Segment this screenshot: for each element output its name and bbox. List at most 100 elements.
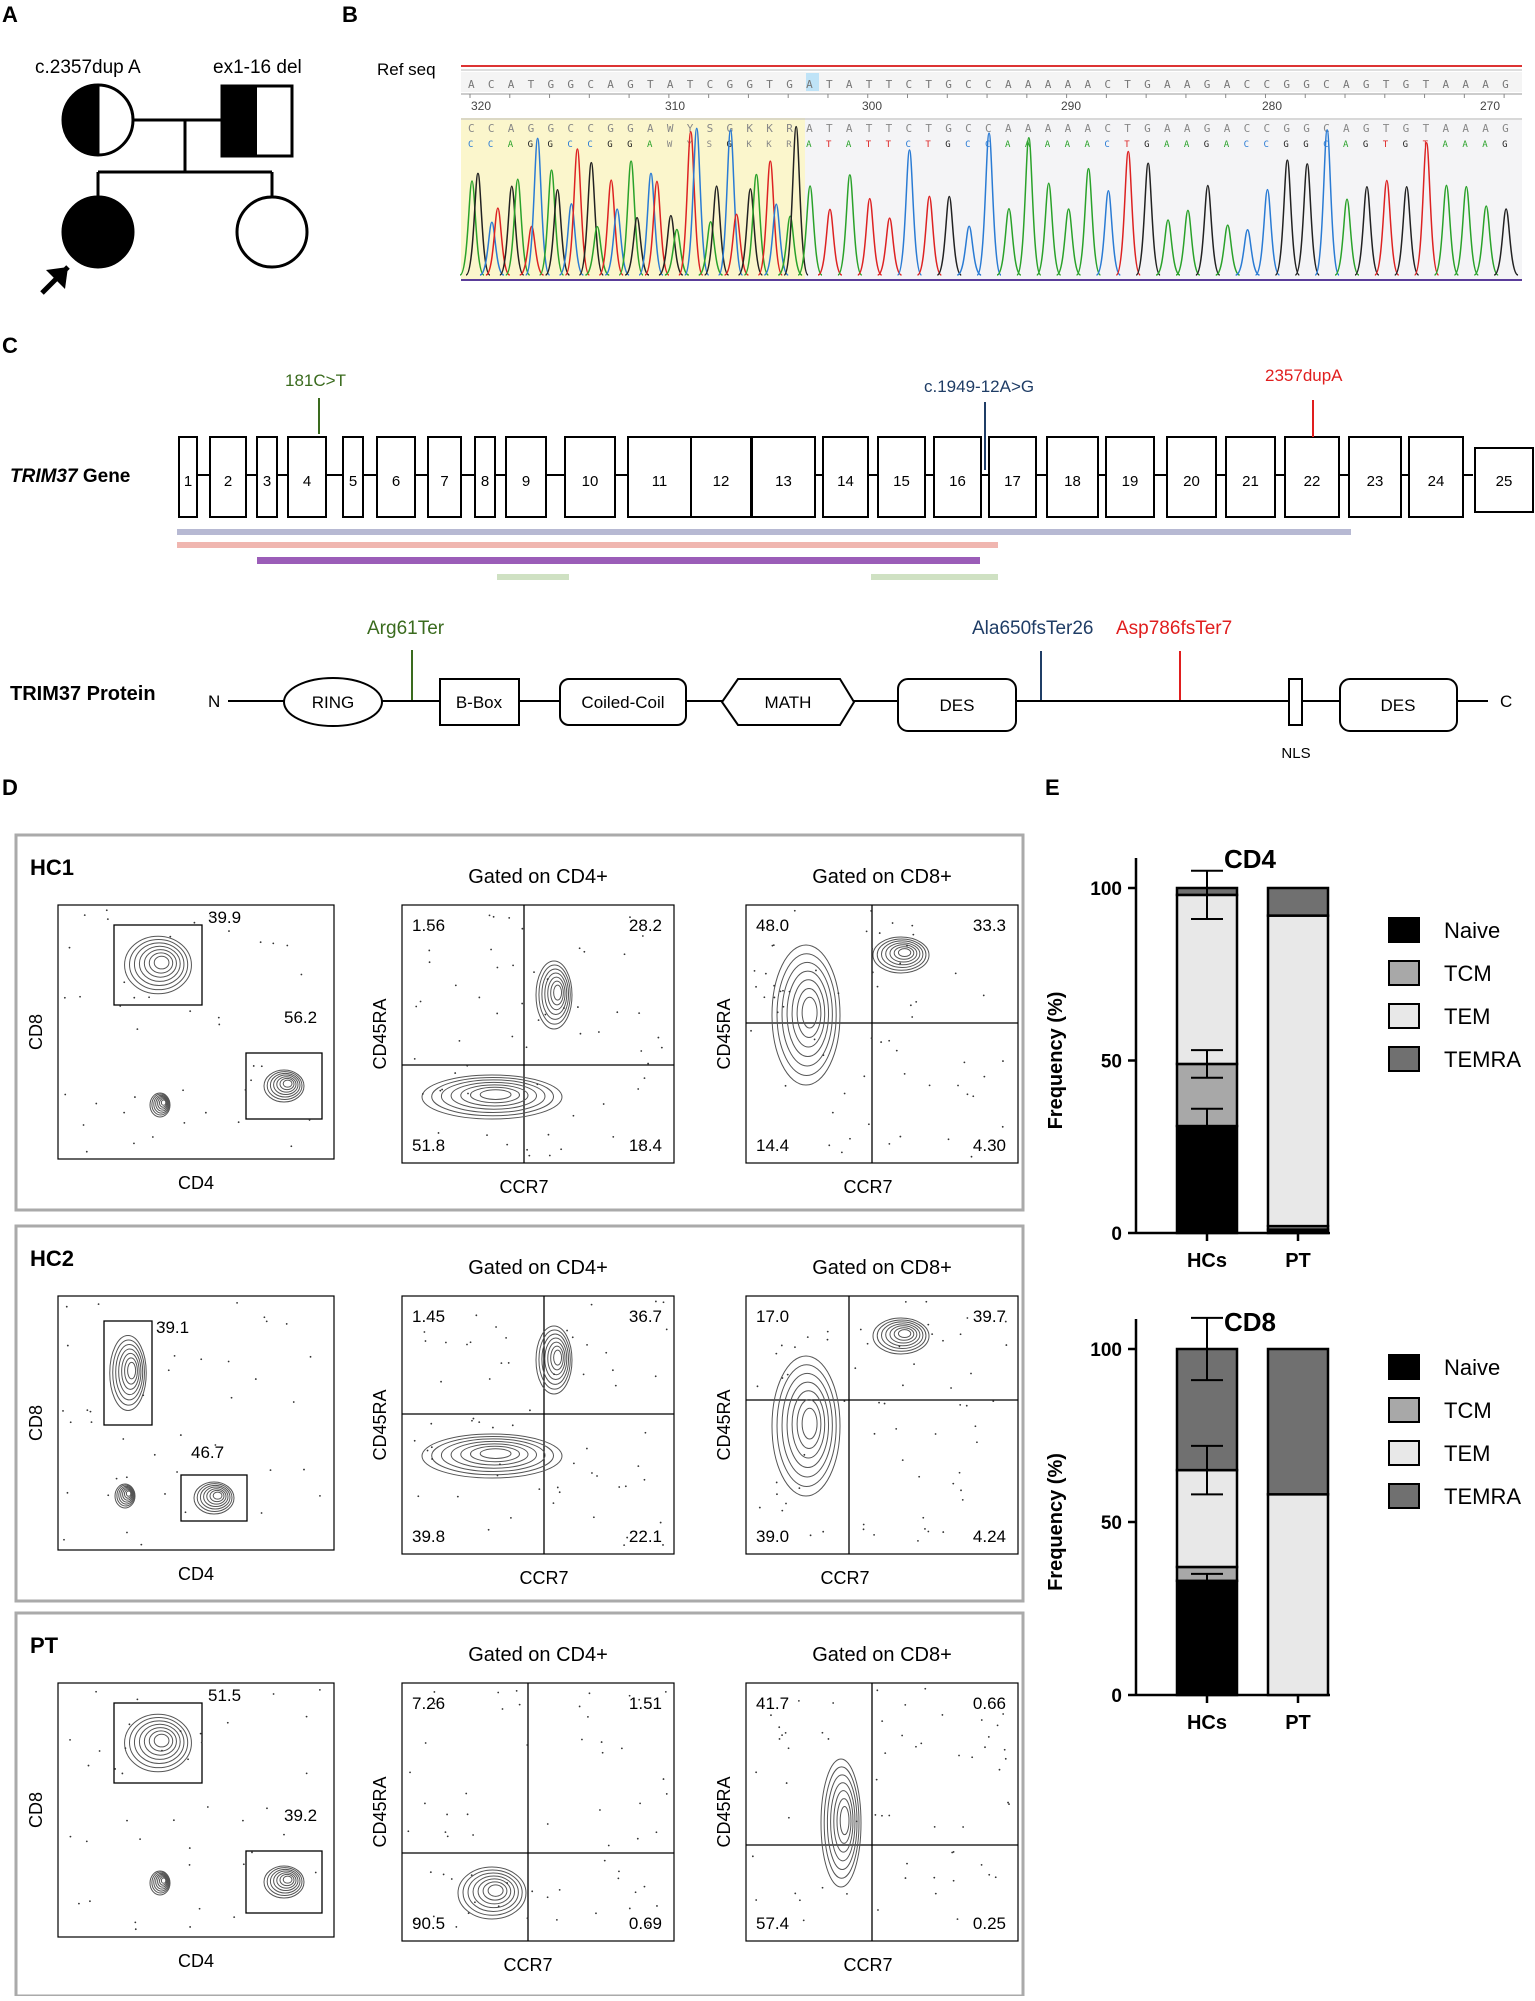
event-dot (161, 1749, 163, 1752)
event-dot (142, 1394, 145, 1397)
contour-line (276, 1872, 297, 1889)
event-dot (538, 1488, 541, 1491)
contour-line (470, 1445, 520, 1463)
event-dot (750, 1029, 752, 1032)
contour-line (880, 940, 924, 969)
event-dot (505, 1336, 507, 1339)
event-dot (947, 1138, 950, 1141)
event-dot (254, 1378, 257, 1380)
event-dot (623, 1544, 626, 1547)
event-dot (528, 1154, 531, 1157)
contour-line (801, 996, 818, 1029)
gate-title-cd8: Gated on CD8+ (812, 866, 952, 888)
read-base: A (1005, 122, 1012, 135)
event-dot (756, 1385, 759, 1388)
read-base: A (1442, 122, 1449, 135)
event-dot (105, 909, 108, 912)
read-base: G (528, 122, 535, 135)
event-dot (780, 1344, 783, 1347)
ref-base: C (985, 78, 992, 91)
read-base: K (766, 122, 773, 135)
x-tick-label: HCs (1187, 1250, 1227, 1272)
event-dot (314, 1871, 317, 1874)
event-dot (638, 1698, 641, 1701)
called-base: A (1442, 140, 1448, 150)
event-dot (794, 1892, 797, 1895)
event-dot (873, 1533, 875, 1536)
event-dot (82, 1124, 85, 1126)
quadrant-value-ll: 90.5 (412, 1914, 445, 1933)
contour-line (138, 1723, 181, 1760)
event-dot (179, 1730, 182, 1733)
event-dot (862, 1528, 865, 1531)
event-dot (119, 1005, 122, 1007)
exon-number: 10 (582, 473, 599, 490)
event-dot (115, 1477, 118, 1480)
event-dot (595, 1912, 597, 1915)
event-dot (751, 1855, 754, 1858)
event-dot (69, 1738, 71, 1741)
event-dot (915, 1745, 917, 1748)
event-dot (122, 1438, 125, 1440)
event-dot (876, 1689, 879, 1692)
event-dot (500, 1362, 503, 1365)
event-dot (904, 1704, 907, 1706)
event-dot (107, 1494, 110, 1497)
bar-segment-temra (1266, 886, 1330, 917)
read-base: T (1383, 122, 1390, 135)
bar-segment-naive (1175, 1579, 1239, 1697)
event-dot (958, 1471, 961, 1474)
event-dot (588, 1692, 591, 1695)
contour-line (124, 1489, 132, 1499)
event-dot (206, 1806, 209, 1808)
event-dot (495, 1326, 497, 1328)
event-dot (124, 1747, 127, 1750)
event-dot (596, 1475, 598, 1477)
contour-line (269, 1072, 301, 1098)
called-base: G (1363, 140, 1368, 150)
exon-box (822, 436, 869, 518)
contour-line (479, 1089, 512, 1100)
contour-line (282, 1079, 293, 1088)
bar-segment-tem (1266, 914, 1330, 1228)
event-dot (942, 1531, 945, 1533)
contour-line (273, 1870, 299, 1892)
event-dot (920, 1742, 923, 1745)
contour-line (116, 1484, 135, 1507)
event-dot (413, 1439, 416, 1442)
y-tick-label: 50 (1101, 1052, 1122, 1073)
exon-box (376, 436, 416, 518)
event-dot (173, 1354, 176, 1357)
event-dot (918, 1475, 921, 1478)
ref-base: T (528, 78, 535, 91)
event-dot (475, 1314, 478, 1317)
event-dot (515, 1689, 518, 1692)
event-dot (917, 1540, 919, 1542)
event-dot (442, 1873, 445, 1876)
gate-value-cd8: 39.9 (208, 908, 241, 927)
exon-number: 12 (713, 473, 730, 490)
called-base: A (647, 140, 653, 150)
quadrant-value-ul: 41.7 (756, 1694, 789, 1713)
contour-line (820, 1758, 862, 1888)
ref-base: T (687, 78, 694, 91)
event-dot (428, 949, 431, 952)
read-base: C (1263, 122, 1270, 135)
exon-box (1348, 436, 1402, 518)
event-dot (984, 1746, 986, 1749)
trace-peak (465, 172, 491, 276)
event-dot (533, 971, 535, 974)
event-dot (547, 1133, 550, 1136)
trace-peak (544, 189, 571, 276)
event-dot (904, 1877, 907, 1879)
event-dot (134, 1921, 137, 1924)
exon-box (427, 436, 462, 518)
quadrant-value-ur: 0.66 (973, 1694, 1006, 1713)
trace-peak (1175, 209, 1201, 276)
event-dot (566, 1329, 568, 1332)
contour-line (421, 1074, 563, 1120)
legend-swatch (1388, 1003, 1420, 1029)
contour-line (149, 1870, 171, 1896)
ref-base: G (727, 78, 734, 91)
